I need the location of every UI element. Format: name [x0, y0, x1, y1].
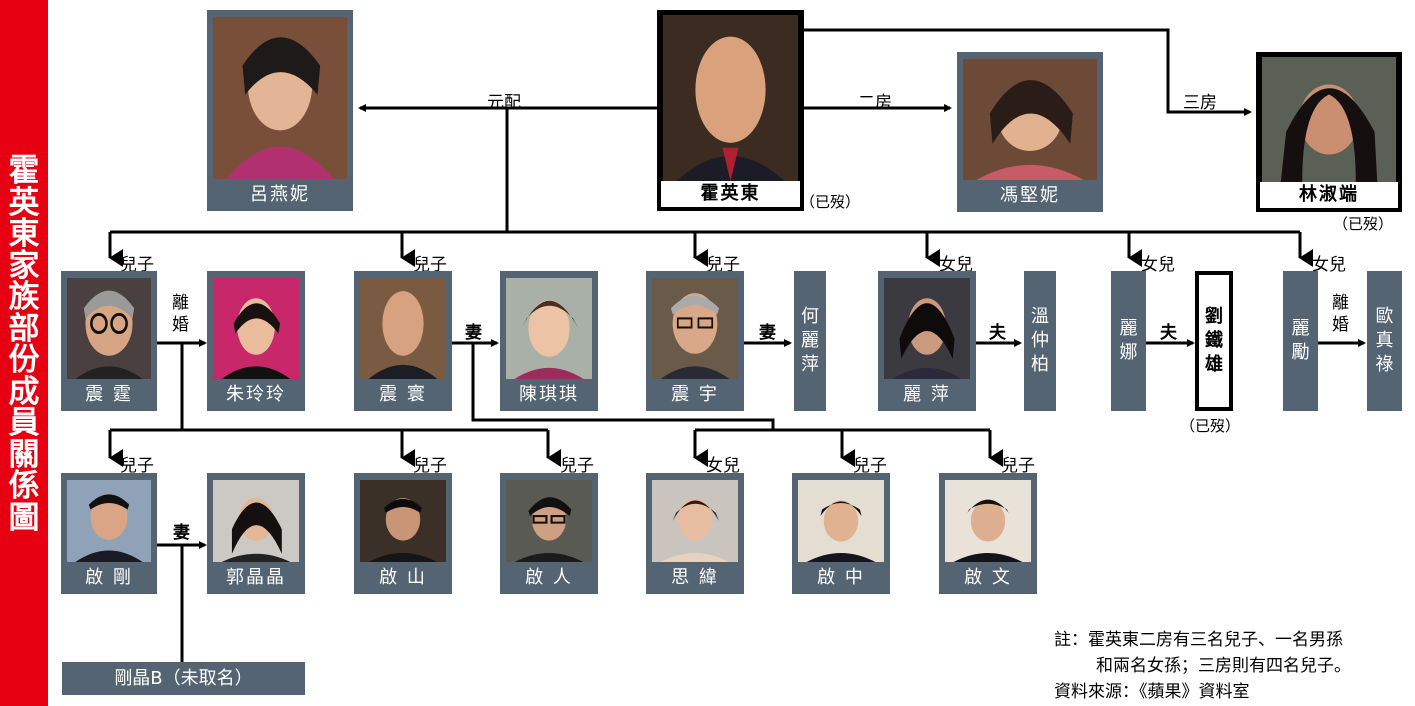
- label-husband-1: 夫: [989, 323, 1006, 343]
- card-zhu-lingling: 朱玲玲: [207, 271, 305, 411]
- name-li-ping: 麗 萍: [903, 384, 951, 405]
- card-si-wei: 思 緯: [646, 473, 744, 594]
- name-chen-qiqi: 陳琪琪: [519, 384, 579, 405]
- label-divorced-1: 離婚: [172, 293, 189, 335]
- card-lin-shuduan: 林淑端: [1256, 52, 1402, 212]
- label-daughter-2: 女兒: [1141, 255, 1175, 275]
- photo-zhen-ting: [67, 278, 151, 379]
- card-li-ping: 麗 萍: [878, 271, 976, 411]
- name-li-na: 麗娜: [1119, 318, 1138, 363]
- photo-chen-qiqi: [506, 278, 592, 379]
- deceased-lin-shuduan: （已歿）: [1333, 215, 1394, 233]
- photo-zhen-yu: [652, 278, 738, 379]
- card-huo-yingdong: 霍英東: [657, 10, 804, 211]
- name-qi-gang: 啟 剛: [85, 567, 133, 588]
- label-son-2: 兒子: [413, 255, 447, 275]
- deceased-huo-yingdong: （已歿）: [800, 193, 861, 211]
- card-qi-gang: 啟 剛: [61, 473, 157, 594]
- photo-qi-zhong: [798, 480, 884, 562]
- name-ou-zhenlu: 歐真祿: [1375, 306, 1394, 375]
- note-line-1: 註：霍英東二房有三名兒子、一名男孫: [1054, 630, 1343, 650]
- photo-feng-jianni: [963, 59, 1097, 180]
- photo-li-ping: [884, 278, 970, 379]
- deceased-liu-tiexiong: （已歿）: [1180, 417, 1241, 435]
- name-li-li: 麗勵: [1291, 318, 1310, 363]
- card-baby: 剛晶B（未取名）: [62, 662, 305, 695]
- label-son-1: 兒子: [120, 255, 154, 275]
- card-zhen-ting: 震 霆: [61, 271, 157, 411]
- label-husband-2: 夫: [1160, 323, 1177, 343]
- card-chen-qiqi: 陳琪琪: [500, 271, 598, 411]
- card-liu-tiexiong: 劉鐵雄: [1195, 271, 1233, 411]
- card-he-liping: 何麗萍: [794, 271, 826, 411]
- photo-lin-shuduan: [1262, 57, 1396, 182]
- note-line-2: 和兩名女孫；三房則有四名兒子。: [1096, 656, 1351, 676]
- card-qi-shan: 啟 山: [354, 473, 452, 594]
- label-daughter-3: 女兒: [1312, 255, 1346, 275]
- name-guo-jingjing: 郭晶晶: [226, 567, 286, 588]
- photo-guo-jingjing: [213, 480, 299, 562]
- photo-zhu-lingling: [213, 278, 299, 379]
- card-lu-yanni: 呂燕妮: [207, 10, 353, 211]
- photo-qi-wen: [945, 480, 1031, 562]
- name-qi-wen: 啟 文: [964, 567, 1012, 588]
- photo-qi-ren: [506, 480, 592, 562]
- card-guo-jingjing: 郭晶晶: [207, 473, 305, 594]
- name-wen-zhongbai: 溫仲柏: [1031, 306, 1049, 375]
- card-li-li: 麗勵: [1283, 271, 1318, 411]
- label-third-wife: 三房: [1183, 93, 1217, 113]
- card-zhen-yu: 震 宇: [646, 271, 744, 411]
- photo-qi-shan: [360, 480, 446, 562]
- label-wife-2: 妻: [759, 323, 776, 343]
- card-qi-ren: 啟 人: [500, 473, 598, 594]
- label-son-7: 兒子: [853, 456, 887, 476]
- photo-qi-gang: [67, 480, 151, 562]
- name-zhu-lingling: 朱玲玲: [226, 384, 286, 405]
- label-son-4: 兒子: [120, 456, 154, 476]
- name-qi-ren: 啟 人: [525, 567, 573, 588]
- name-zhen-huan: 震 寰: [379, 384, 427, 405]
- label-daughter-1: 女兒: [939, 255, 973, 275]
- name-zhen-yu: 震 宇: [671, 384, 719, 405]
- name-qi-shan: 啟 山: [379, 567, 427, 588]
- label-wife-3: 妻: [173, 523, 190, 543]
- card-zhen-huan: 震 寰: [354, 271, 452, 411]
- diagram-title: 霍英東家族部份成員關係圖: [8, 153, 40, 536]
- card-feng-jianni: 馮堅妮: [957, 52, 1103, 212]
- label-son-5: 兒子: [413, 456, 447, 476]
- name-lin-shuduan: 林淑端: [1260, 182, 1398, 208]
- photo-huo-yingdong: [663, 15, 798, 181]
- name-huo-yingdong: 霍英東: [661, 181, 800, 207]
- card-wen-zhongbai: 溫仲柏: [1024, 271, 1056, 411]
- label-son-3: 兒子: [706, 255, 740, 275]
- label-first-wife: 元配: [487, 93, 521, 113]
- card-li-na: 麗娜: [1111, 271, 1146, 411]
- name-zhen-ting: 震 霆: [85, 384, 133, 405]
- label-wife-1: 妻: [465, 323, 482, 343]
- label-daughter-4: 女兒: [706, 456, 740, 476]
- label-second-wife: 二房: [858, 93, 892, 113]
- label-divorced-2: 離婚: [1332, 293, 1349, 335]
- side-title-bar: 霍英東家族部份成員關係圖: [0, 0, 48, 706]
- photo-si-wei: [652, 480, 738, 562]
- card-qi-wen: 啟 文: [939, 473, 1037, 594]
- card-qi-zhong: 啟 中: [792, 473, 890, 594]
- card-ou-zhenlu: 歐真祿: [1367, 271, 1402, 411]
- photo-lu-yanni: [213, 17, 347, 179]
- source-note: 資料來源：《蘋果》資料室: [1054, 682, 1250, 702]
- name-liu-tiexiong: 劉鐵雄: [1205, 306, 1223, 375]
- label-son-8: 兒子: [1001, 456, 1035, 476]
- photo-zhen-huan: [360, 278, 446, 379]
- name-si-wei: 思 緯: [671, 567, 719, 588]
- name-lu-yanni: 呂燕妮: [250, 184, 310, 205]
- name-feng-jianni: 馮堅妮: [1000, 185, 1060, 206]
- name-he-liping: 何麗萍: [801, 306, 819, 375]
- name-qi-zhong: 啟 中: [817, 567, 865, 588]
- label-son-6: 兒子: [560, 456, 594, 476]
